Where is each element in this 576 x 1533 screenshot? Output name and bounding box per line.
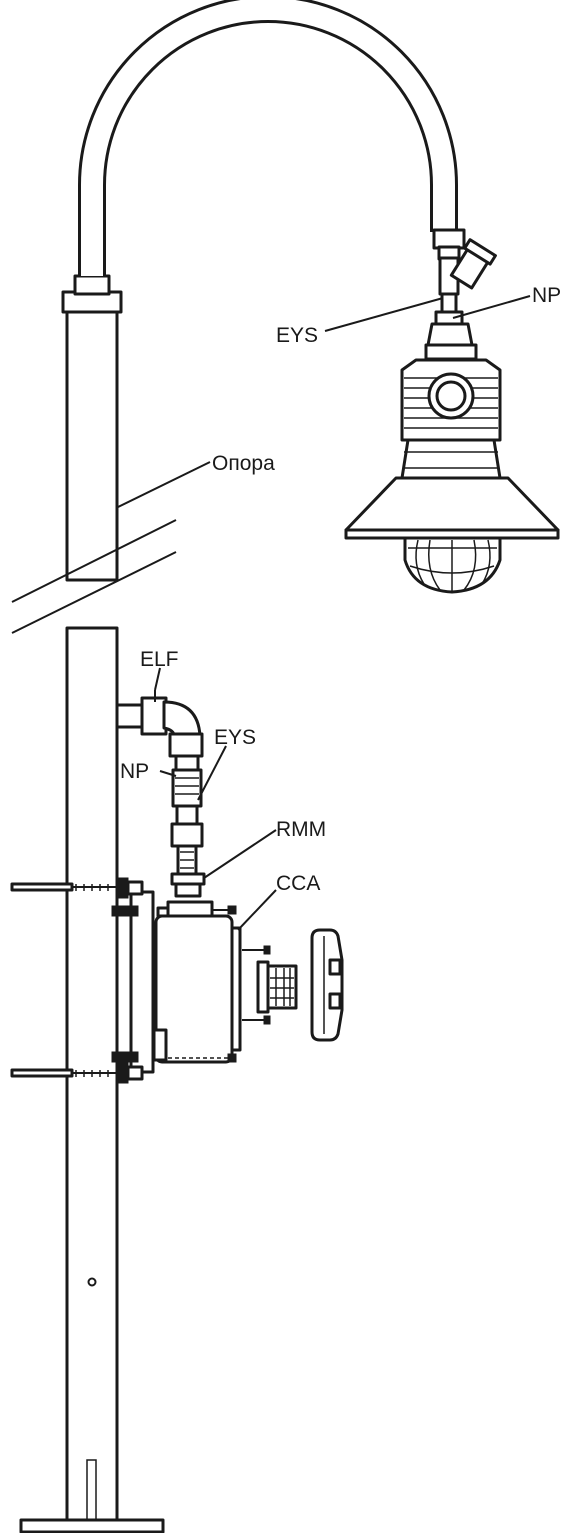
label-elf: ELF — [140, 648, 179, 671]
arch-arm — [78, 0, 458, 276]
label-eys-mid: EYS — [214, 726, 256, 749]
label-np-top: NP — [532, 284, 561, 307]
conduit-assembly — [115, 696, 206, 898]
luminaire — [344, 228, 560, 594]
pole-hole — [87, 1277, 97, 1287]
label-cca: CCA — [276, 872, 320, 895]
label-eys-top: EYS — [276, 324, 318, 347]
base-plate — [19, 1518, 165, 1533]
label-pole: Опора — [212, 452, 275, 475]
leader-lines — [115, 295, 531, 931]
callout-labels: NP EYS Опора ELF EYS NP RMM CCA — [120, 284, 561, 895]
label-np-mid: NP — [120, 760, 149, 783]
enclosure — [10, 877, 344, 1084]
label-rmm: RMM — [276, 818, 326, 841]
